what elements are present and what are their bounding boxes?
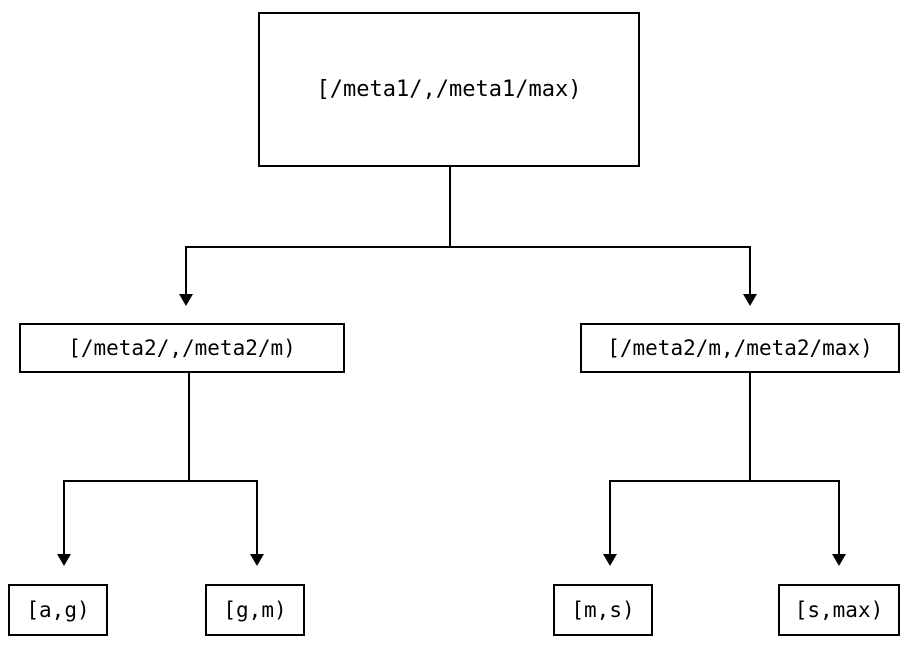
tree-node-leaf-ms-label: [m,s) — [571, 597, 635, 622]
edge-mid-left-bus — [63, 480, 258, 482]
edge-mid-right-to-leaf-ms — [609, 480, 611, 554]
edge-mid-left-stem — [188, 373, 190, 481]
edge-root-bus — [185, 246, 751, 248]
edge-mid-left-to-leaf-gm — [256, 480, 258, 554]
edge-mid-left-to-leaf-ag — [63, 480, 65, 554]
arrowhead-mid-right-to-leaf-smax — [832, 554, 846, 566]
tree-node-root[interactable]: [/meta1/,/meta1/max) — [258, 12, 640, 167]
tree-node-leaf-gm-label: [g,m) — [223, 597, 287, 622]
tree-node-root-label: [/meta1/,/meta1/max) — [316, 76, 582, 102]
tree-node-mid-left-label: [/meta2/,/meta2/m) — [68, 335, 296, 360]
edge-mid-right-bus — [610, 480, 840, 482]
tree-node-leaf-ms[interactable]: [m,s) — [553, 584, 653, 636]
tree-node-mid-left[interactable]: [/meta2/,/meta2/m) — [19, 323, 345, 373]
edge-root-to-mid-right — [749, 246, 751, 294]
arrowhead-mid-left-to-leaf-gm — [250, 554, 264, 566]
edge-mid-right-to-leaf-smax — [838, 480, 840, 554]
tree-node-leaf-ag-label: [a,g) — [26, 597, 90, 622]
edge-root-to-mid-left — [185, 246, 187, 294]
tree-node-leaf-ag[interactable]: [a,g) — [8, 584, 108, 636]
edge-root-stem — [449, 167, 451, 248]
edge-mid-right-stem — [749, 373, 751, 481]
arrowhead-mid-left-to-leaf-ag — [57, 554, 71, 566]
tree-node-mid-right[interactable]: [/meta2/m,/meta2/max) — [580, 323, 900, 373]
arrowhead-mid-right-to-leaf-ms — [603, 554, 617, 566]
tree-node-leaf-gm[interactable]: [g,m) — [205, 584, 305, 636]
tree-node-mid-right-label: [/meta2/m,/meta2/max) — [607, 335, 873, 360]
arrowhead-root-to-mid-left — [179, 294, 193, 306]
tree-node-leaf-smax[interactable]: [s,max) — [778, 584, 900, 636]
tree-node-leaf-smax-label: [s,max) — [794, 597, 884, 622]
arrowhead-root-to-mid-right — [743, 294, 757, 306]
